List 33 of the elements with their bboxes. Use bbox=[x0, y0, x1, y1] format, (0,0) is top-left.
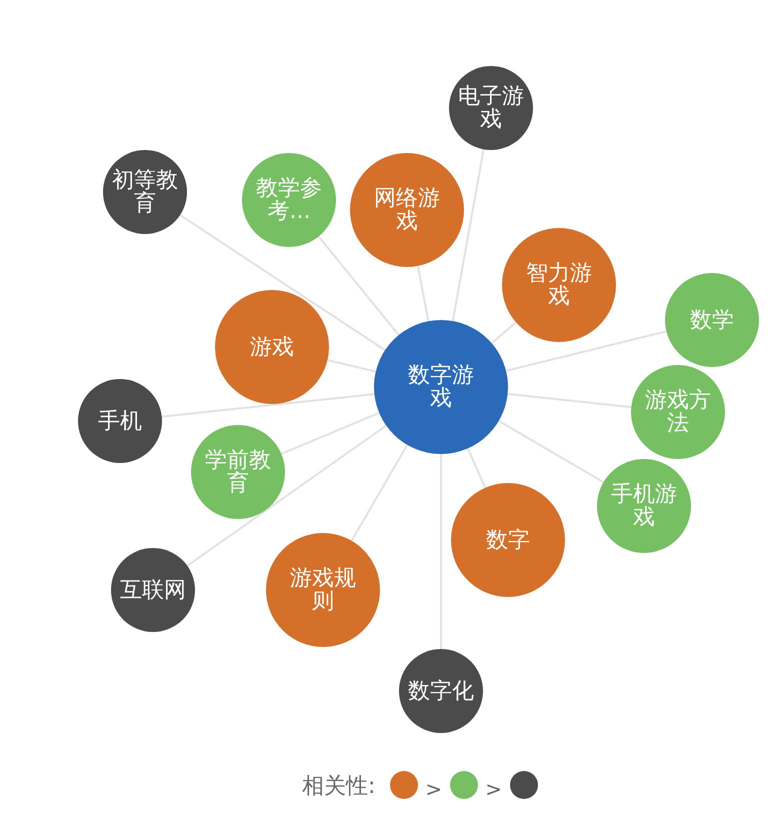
topic-circle: 手机游戏 bbox=[597, 459, 691, 553]
connector-line bbox=[327, 359, 376, 373]
connector-line bbox=[466, 448, 486, 488]
topic-circle: 智力游戏 bbox=[502, 228, 616, 342]
connector-line bbox=[416, 266, 430, 322]
topic-circle: 手机 bbox=[78, 379, 162, 463]
connector-line bbox=[508, 393, 632, 408]
connector-line bbox=[281, 412, 380, 455]
connector-line bbox=[180, 214, 386, 351]
topic-circle: 学前教育 bbox=[191, 425, 285, 519]
connector-line bbox=[498, 420, 604, 484]
topic-circle: 初等教育 bbox=[103, 150, 187, 234]
topic-circle: 网络游戏 bbox=[350, 153, 464, 267]
connector-line bbox=[162, 393, 374, 418]
legend-label: > bbox=[485, 776, 502, 802]
topic-circle: 电子游戏 bbox=[449, 66, 533, 150]
connector-line bbox=[186, 424, 387, 567]
topic-circle: 数字 bbox=[451, 483, 565, 597]
topic-circle: 数字化 bbox=[399, 649, 483, 733]
topic-circle: 游戏方法 bbox=[631, 365, 725, 459]
topic-circle: 教学参考... bbox=[242, 153, 336, 247]
topic-circle: 游戏规则 bbox=[266, 533, 380, 647]
legend-label: 相关性: bbox=[302, 774, 376, 800]
connector-line bbox=[350, 444, 408, 542]
legend-label: > bbox=[425, 776, 442, 802]
connector-line bbox=[318, 236, 400, 336]
topic-circle: 游戏 bbox=[215, 290, 329, 404]
central-circle: 数字游戏 bbox=[374, 320, 508, 454]
connector-line bbox=[491, 322, 517, 344]
topic-circle: 数学 bbox=[665, 273, 759, 367]
connector-line bbox=[452, 149, 485, 322]
connector-line bbox=[506, 330, 667, 372]
topic-circle: 互联网 bbox=[111, 548, 195, 632]
